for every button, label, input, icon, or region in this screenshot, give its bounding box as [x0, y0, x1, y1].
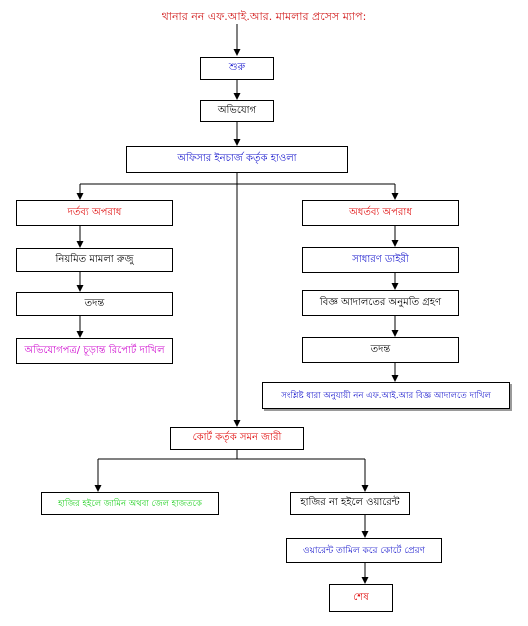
oc-handling-node: অফিসার ইনচার্জ কর্তৃক হাওলা — [126, 146, 348, 173]
start-node: শুরু — [200, 57, 274, 80]
investigation-right-node: তদন্ত — [302, 337, 459, 363]
charge-sheet-node: অভিযোগপত্র/ চূড়ান্ত রিপোর্ট দাখিল — [16, 338, 173, 364]
non-fir-submission-node: সংশ্লিষ্ট ধারা অনুযায়ী নন এফ.আই.আর বিজ্… — [262, 382, 510, 409]
court-permission-node: বিজ্ঞ আদালতের অনুমতি গ্রহণ — [302, 290, 459, 316]
end-node: শেষ — [329, 584, 393, 612]
investigation-left-node: তদন্ত — [16, 292, 173, 316]
non-cognizable-offence-node: অধর্তব্য অপরাধ — [302, 200, 459, 226]
diagram-title: থানার নন এফ.আই.আর. মামলার প্রসেস ম্যাপ: — [161, 10, 367, 23]
complaint-node: অভিযোগ — [200, 100, 274, 122]
appear-bail-node: হাজির হইলে জামিন অথবা জেল হাজতকে — [41, 492, 219, 515]
no-appear-warrant-node: হাজির না হইলে ওয়ারেন্ট — [290, 492, 410, 515]
cognizable-offence-node: দর্তব্য অপরাধ — [16, 200, 173, 226]
warrant-court-node: ওয়ারেন্ট তামিল করে কোর্টে প্রেরণ — [286, 538, 442, 563]
summons-node: কোর্ট কর্তৃক সমন জারী — [170, 427, 304, 450]
general-diary-node: সাধারণ ডাইরী — [302, 247, 459, 273]
regular-case-node: নিয়মিত মামলা রুজু — [16, 248, 173, 272]
